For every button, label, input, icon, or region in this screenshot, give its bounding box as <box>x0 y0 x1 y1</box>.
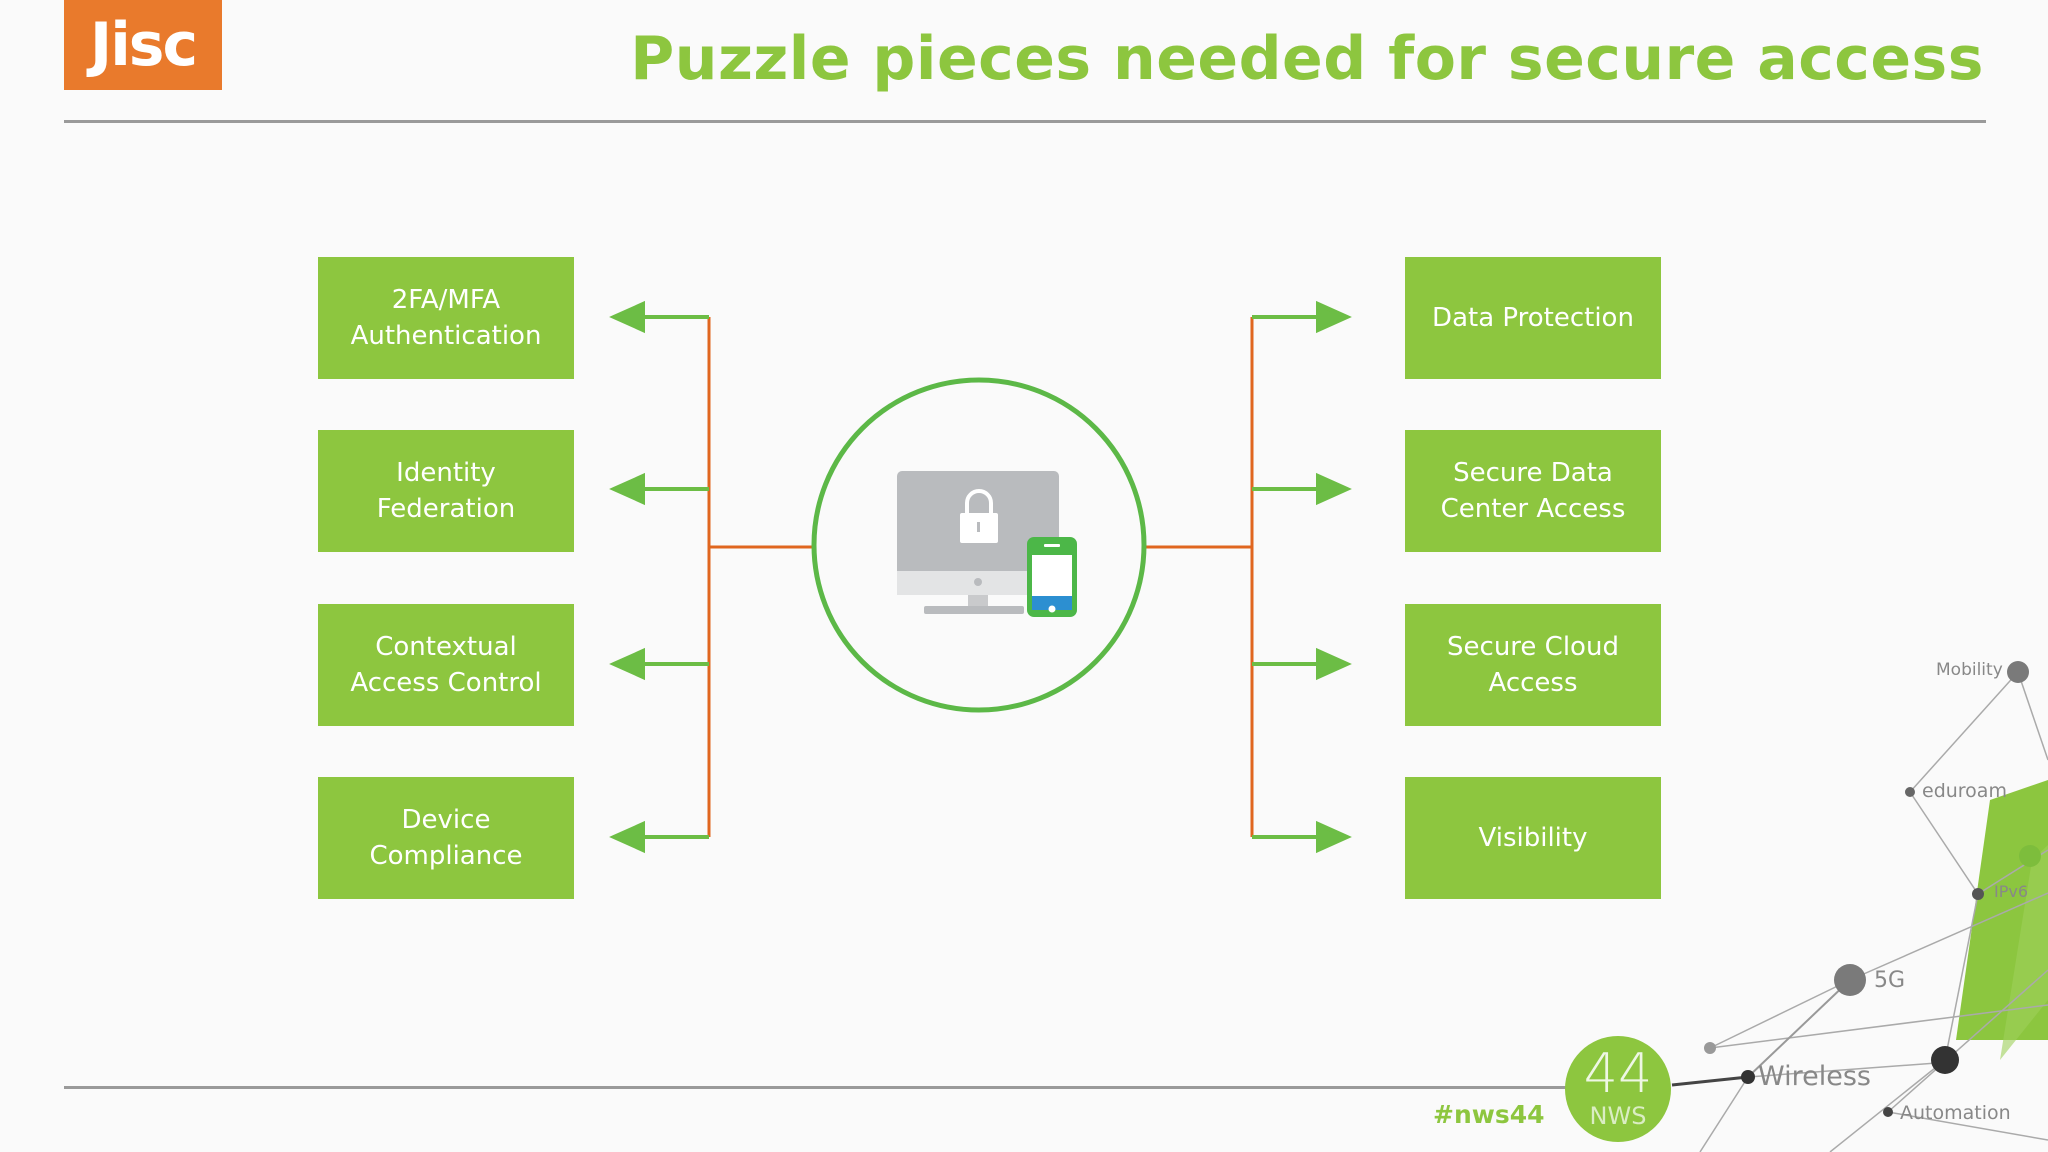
event-hashtag: #nws44 <box>1433 1100 1545 1129</box>
network-label-wireless: Wireless <box>1758 1061 1871 1092</box>
box-device-compliance: Device Compliance <box>318 777 574 899</box>
desktop-and-mobile-lock-icon <box>897 471 1077 617</box>
left-arrows <box>609 300 709 854</box>
right-connector <box>1145 317 1254 837</box>
box-secure-data-center-access: Secure Data Center Access <box>1405 430 1661 552</box>
network-label-eduroam: eduroam <box>1922 780 2007 802</box>
network-label-automation: Automation <box>1900 1102 2011 1124</box>
nws44-badge: 44 NWS <box>1565 1036 1671 1142</box>
left-connector <box>707 317 815 837</box>
badge-text: NWS <box>1589 1102 1647 1130</box>
jisc-logo: Jisc <box>64 0 222 90</box>
page-title: Puzzle pieces needed for secure access <box>630 24 1984 94</box>
network-graphic <box>1671 661 2048 1152</box>
box-contextual-access-control: Contextual Access Control <box>318 604 574 726</box>
box-visibility: Visibility <box>1405 777 1661 899</box>
badge-number: 44 <box>1583 1042 1653 1105</box>
box-2fa-mfa-authentication: 2FA/MFA Authentication <box>318 257 574 379</box>
network-label-mobility: Mobility <box>1936 660 2003 680</box>
network-label-ipv6: IPv6 <box>1994 882 2029 901</box>
footer-divider <box>64 1086 1604 1089</box>
network-label-5g: 5G <box>1874 968 1906 993</box>
header-divider <box>64 120 1986 123</box>
box-identity-federation: Identity Federation <box>318 430 574 552</box>
box-secure-cloud-access: Secure Cloud Access <box>1405 604 1661 726</box>
right-arrows <box>1252 300 1352 854</box>
box-data-protection: Data Protection <box>1405 257 1661 379</box>
